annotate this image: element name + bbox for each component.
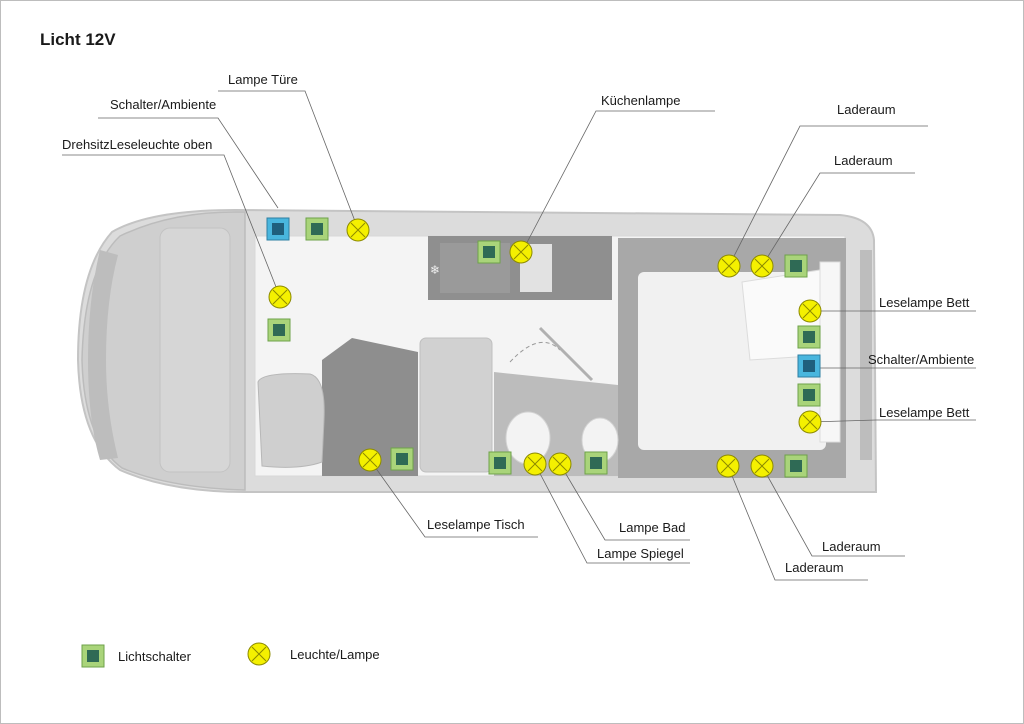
- lamp-icon: [798, 299, 822, 323]
- label-leselampe-bett-top: Leselampe Bett: [879, 295, 970, 310]
- lamp-icon: [247, 642, 271, 666]
- lamp-icon: [750, 454, 774, 478]
- lamp-icon: [358, 448, 382, 472]
- label-schalter-ambiente-left: Schalter/Ambiente: [110, 97, 217, 112]
- lamp-icon: [717, 254, 741, 278]
- label-schalter-ambiente-right: Schalter/Ambiente: [868, 352, 975, 367]
- label-lampe-tuere: Lampe Türe: [228, 72, 298, 87]
- lamp-icon: [548, 452, 572, 476]
- label-lampe-spiegel: Lampe Spiegel: [597, 546, 684, 561]
- lamp-icon: [750, 254, 774, 278]
- legend-symbols: [81, 642, 271, 668]
- label-lampe-bad: Lampe Bad: [619, 520, 686, 535]
- page-title: Licht 12V: [40, 30, 116, 49]
- lamp-markers: [268, 218, 822, 478]
- lamp-icon: [268, 285, 292, 309]
- lamp-icon: [523, 452, 547, 476]
- svg-text:❄: ❄: [430, 263, 440, 277]
- label-laderaum-bottom1: Laderaum: [822, 539, 881, 554]
- lamp-icon: [716, 454, 740, 478]
- lamp-icon: [798, 410, 822, 434]
- vehicle-body: ❄: [76, 208, 878, 493]
- label-drehsitz-leseleuchte: DrehsitzLeseleuchte oben: [62, 137, 213, 152]
- label-leselampe-tisch: Leselampe Tisch: [427, 517, 525, 532]
- leader-lines: [62, 90, 976, 581]
- lamp-icon: [346, 218, 370, 242]
- label-leselampe-bett-bottom: Leselampe Bett: [879, 405, 970, 420]
- label-kuechenlampe: Küchenlampe: [601, 93, 681, 108]
- legend-lamp-label: Leuchte/Lampe: [290, 647, 380, 662]
- legend-switch-label: Lichtschalter: [118, 649, 191, 664]
- label-laderaum-top1: Laderaum: [837, 102, 896, 117]
- label-laderaum-top2: Laderaum: [834, 153, 893, 168]
- switch-markers: [266, 217, 821, 478]
- label-laderaum-bottom2: Laderaum: [785, 560, 844, 575]
- lamp-icon: [509, 240, 533, 264]
